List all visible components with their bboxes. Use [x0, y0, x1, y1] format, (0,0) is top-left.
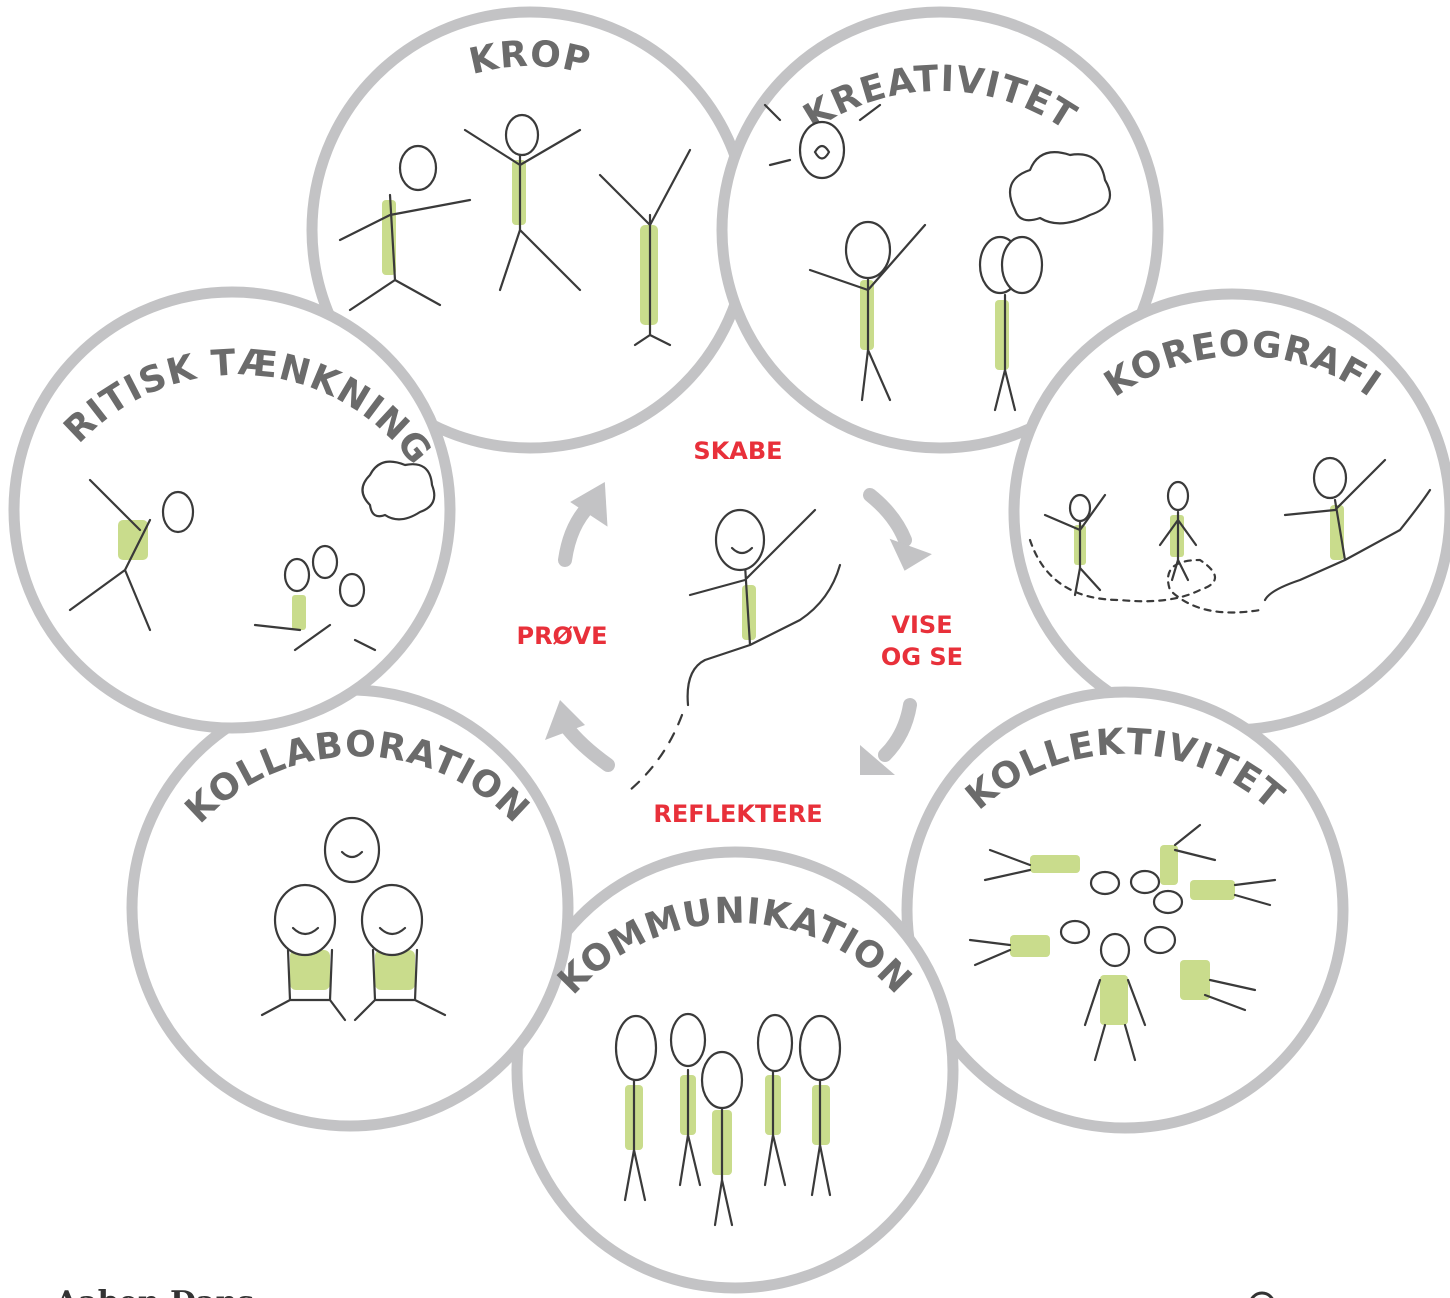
stick-figure-icon — [1152, 878, 1277, 915]
circle-kollektivitet — [901, 686, 1349, 1134]
footer-brand: Aaben Dans — [54, 1285, 254, 1298]
stick-figure-icon — [808, 220, 927, 402]
stick-figure-icon — [353, 883, 447, 1022]
stick-figure-icon — [1158, 480, 1198, 582]
stick-figure-icon — [323, 816, 381, 884]
stick-figure-icon — [700, 1050, 744, 1227]
stick-figure-icon — [756, 1013, 794, 1187]
stick-figure-icon — [968, 919, 1091, 967]
krop-figures — [338, 113, 692, 347]
cycle-arrow-icon — [545, 700, 615, 772]
stick-figure-icon — [1263, 456, 1432, 602]
stick-figure-icon — [598, 148, 692, 347]
thought-cloud-icon — [361, 460, 436, 521]
stick-figure-icon — [798, 1014, 842, 1197]
label-skabe: SKABE — [693, 437, 782, 465]
bulb-icon — [763, 103, 882, 180]
stick-figure-icon — [628, 508, 842, 792]
kritisk-figures — [68, 460, 436, 652]
circle-kreativitet — [716, 6, 1164, 454]
stick-figure-icon — [983, 848, 1121, 896]
stick-figure-icon — [978, 235, 1044, 412]
kommunikation-figures — [614, 1012, 842, 1227]
footer-mark-icon — [1250, 1291, 1274, 1298]
cycle-arrows — [545, 482, 932, 775]
label-vise: VISE — [891, 611, 952, 639]
label-prove: PRØVE — [516, 622, 607, 650]
cycle-arrow-icon — [860, 698, 917, 775]
thought-cloud-icon — [1008, 151, 1112, 225]
stick-figure-icon — [338, 144, 472, 312]
stick-figure-icon — [253, 544, 377, 652]
center-figure — [628, 508, 842, 792]
cycle-labels: SKABE VISE OG SE REFLEKTERE PRØVE — [516, 437, 963, 828]
stick-figure-icon — [463, 113, 582, 292]
kollektivitet-figures — [968, 823, 1277, 1062]
stick-figure-icon — [1143, 925, 1257, 1012]
stick-figure-icon — [1129, 823, 1217, 895]
kollaboration-figures — [260, 816, 447, 1022]
cycle-arrow-icon — [863, 488, 932, 571]
circle-kritisk-taenkning — [8, 286, 456, 734]
stick-figure-icon — [1083, 932, 1147, 1062]
stick-figure-icon — [68, 478, 195, 632]
label-reflektere: REFLEKTERE — [653, 800, 822, 828]
cycle-arrow-icon — [558, 482, 608, 567]
stick-figure-icon — [669, 1012, 707, 1187]
stick-figure-icon — [1043, 493, 1107, 597]
label-og-se: OG SE — [881, 643, 963, 671]
kreativitet-figures — [763, 103, 1112, 412]
stick-figure-icon — [614, 1014, 658, 1202]
stick-figure-icon — [260, 883, 347, 1022]
koreografi-figures — [1028, 456, 1432, 614]
